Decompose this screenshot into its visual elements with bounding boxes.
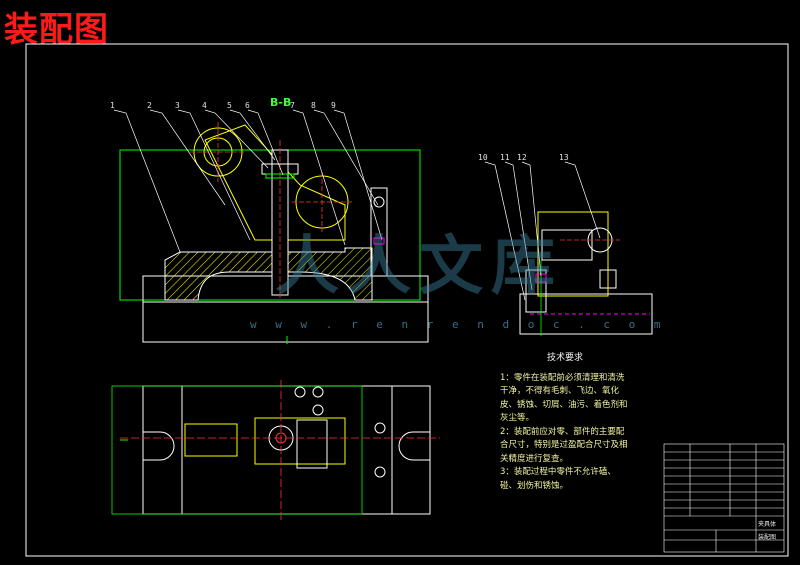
top-view [111,380,440,520]
drawing-title: 装配图 [4,10,109,50]
top-pin-4 [374,422,386,434]
top-workpiece [111,385,363,515]
post-pin [373,237,385,245]
side-nut [599,269,617,289]
callout-3: 3 [175,101,180,110]
top-block [296,419,328,469]
title-block-drawing: 装配图 [758,534,777,541]
top-clamp [254,417,346,465]
callout-7: 7 [290,101,295,110]
callout-8: 8 [311,101,316,110]
side-block [541,229,593,261]
title-block [663,443,785,553]
callout-5: 5 [227,101,232,110]
outer-frame [25,43,789,557]
top-pin-3 [312,404,324,416]
front-view [119,122,429,344]
callout-2: 2 [147,101,152,110]
section-label: B-B [270,96,292,109]
callout-9: 9 [331,101,336,110]
watermark-url: w w w . r e n r e n d o c . c o m [250,318,667,331]
side-view [519,211,653,336]
body-section [164,247,373,301]
top-pin-2 [312,386,324,398]
support-post [370,187,388,277]
technical-requirements: 技术要求 1：零件在装配前必须清理和清洗干净，不得有毛刺、飞边、氧化皮、锈蚀、切… [500,352,630,493]
top-base [142,385,431,515]
workpiece-outline [119,149,421,301]
clamp-arm [204,124,346,241]
callout-6: 6 [245,101,250,110]
top-inner [181,385,393,515]
requirements-heading: 技术要求 [546,353,583,363]
left-slot [143,431,175,461]
base-lower [142,301,429,343]
side-clamp [525,269,547,313]
callout-4: 4 [202,101,207,110]
top-lever [184,423,238,457]
post-hole [373,196,385,208]
callout-10: 10 [478,153,488,162]
watermark-logo: 人人文库 [275,229,563,304]
title-block-name: 夹具体 [758,521,777,528]
callout-1: 1 [110,101,115,110]
callout-11: 11 [500,153,510,162]
leader-lines [113,109,383,253]
callout-12: 12 [517,153,527,162]
side-body [537,211,609,297]
requirement-item-3: 3：装配过程中零件不允许磕、碰、划伤和锈蚀。 [500,467,616,491]
callout-13: 13 [559,153,569,162]
side-base [519,293,653,335]
requirement-item-2: 2：装配前应对零、部件的主要配合尺寸，特别是过盈配合尺寸及相关精度进行复查。 [500,426,628,464]
side-leader-lines [484,161,601,301]
washer [265,173,295,179]
requirement-item-1: 1：零件在装配前必须清理和清洗干净，不得有毛刺、飞边、氧化皮、锈蚀、切屑、油污、… [500,372,628,424]
top-pin-1 [294,386,306,398]
top-pin-5 [374,466,386,478]
right-slot [398,431,430,461]
